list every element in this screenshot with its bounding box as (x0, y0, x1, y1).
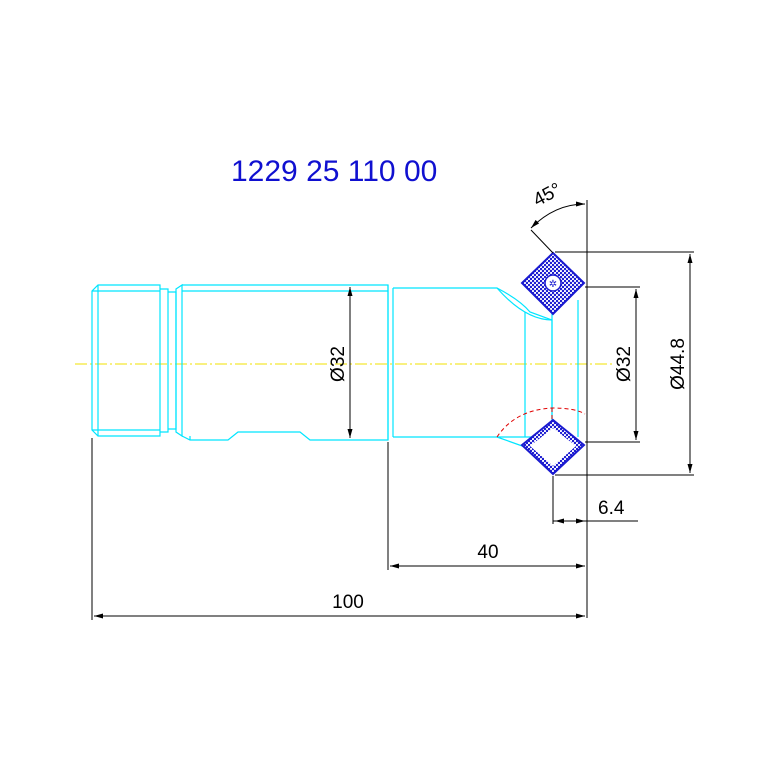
dim-angle: 45° (530, 179, 586, 254)
dim-dia-seat-label: Ø32 (614, 346, 635, 382)
svg-text:✲: ✲ (549, 279, 557, 290)
dim-dia-shaft: Ø32 (328, 287, 353, 438)
holder-outline (91, 283, 579, 448)
insert-bottom (520, 418, 586, 476)
dim-length-head-label: 40 (477, 542, 498, 563)
part-number: 1229 25 110 00 (231, 155, 437, 188)
dim-dia-seat: Ø32 (585, 286, 640, 443)
dim-length-total: 100 (91, 438, 585, 620)
insert-top: ✲ (520, 251, 586, 316)
dim-dia-shaft-label: Ø32 (328, 346, 349, 382)
dim-offset-label: 6.4 (598, 498, 625, 519)
dim-angle-label: 45° (530, 179, 565, 211)
dim-length-total-label: 100 (332, 592, 364, 613)
dim-length-head: 40 (387, 442, 585, 570)
dim-dia-outer-label: Ø44.8 (668, 338, 689, 390)
dim-offset: 6.4 (552, 476, 638, 524)
dim-dia-outer: Ø44.8 (555, 251, 694, 476)
